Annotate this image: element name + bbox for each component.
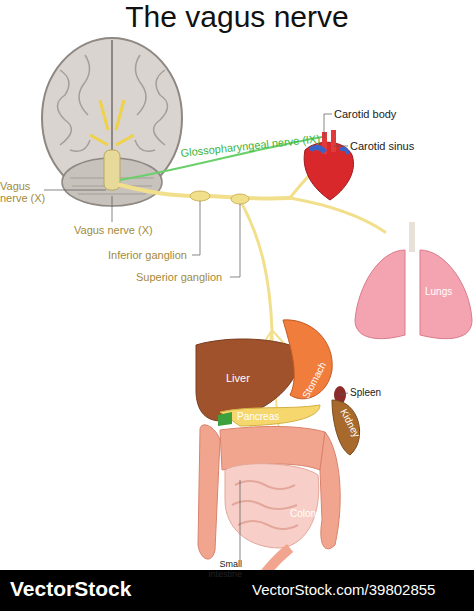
organ-label: Lungs — [425, 286, 452, 297]
nerve-label: Vagus nerve (X) — [74, 224, 153, 236]
brain — [42, 38, 182, 206]
organ-label: Liver — [226, 372, 250, 384]
ganglion-label: Inferior ganglion — [108, 249, 187, 261]
diagram-title: The vagus nerve — [0, 0, 474, 33]
ganglion — [231, 194, 249, 204]
organ-label: Spleen — [350, 387, 381, 398]
organ-label: Pancreas — [237, 411, 279, 422]
nerve-label: Vagus nerve (X) — [0, 180, 46, 204]
organ-label: Small intestine — [196, 560, 242, 580]
organ-label: Colon — [290, 508, 316, 519]
part-label: Carotid body — [334, 108, 396, 120]
nerve-label: Glossopharyngeal nerve (IX) — [180, 132, 321, 159]
abdominal-organs — [196, 320, 360, 573]
part-label: Carotid sinus — [350, 140, 414, 152]
watermark: VectorStock.com/39802855 — [252, 582, 435, 599]
vagus-nerve — [120, 165, 385, 470]
watermark: VectorStock — [10, 577, 131, 600]
ganglion-label: Superior ganglion — [136, 271, 222, 283]
ganglion — [190, 191, 210, 201]
leader-line — [44, 114, 348, 560]
lungs — [355, 222, 472, 339]
